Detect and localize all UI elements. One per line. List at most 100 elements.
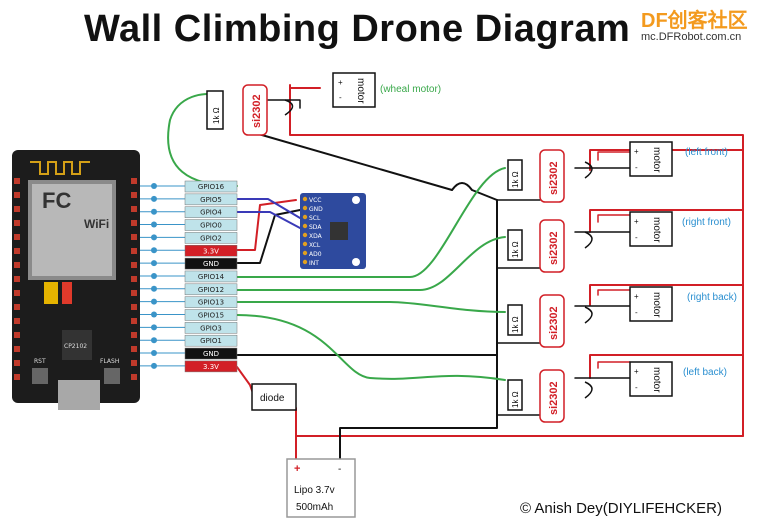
pin-label: GPIO4 [200,209,222,217]
sensor-pin-label: XDA [309,233,323,240]
wires [167,84,744,469]
red-led [62,282,72,304]
black-wire-wheel-motor [267,99,301,109]
pin-label: GPIO0 [200,222,222,230]
pin-box [184,245,238,257]
motor-box [629,211,673,247]
motor-caption: (left front) [685,147,728,158]
sensor-pin-label: SCL [309,215,321,222]
motor-caption: (right back) [687,292,737,303]
motor-minus: - [635,383,638,392]
wifi-logo: WiFi [84,217,109,231]
fc-logo: FC [42,188,71,213]
transistor [539,294,565,348]
usb-chip [62,330,92,360]
pin-label: GPIO1 [200,337,222,345]
sensor-pin-dot [302,223,308,229]
transistor [539,369,565,423]
pin-box [184,322,238,334]
green-wire-gpio14 [236,167,506,278]
black-wire-wheel-gnd [254,132,453,191]
pin-label: GPIO15 [198,312,224,320]
pin-box [184,219,238,231]
motor-minus: - [635,308,638,317]
transistor-label: si2302 [548,231,560,265]
flyback-bracket [584,161,593,179]
sensor-pin-label: AD0 [309,251,322,258]
motor-wheel-plus: + [338,78,343,87]
motor-plus: + [634,217,639,226]
pin-box [184,347,238,360]
motor-label: motor [651,217,662,243]
green-wire-gpio12 [236,236,506,291]
pin-box [184,206,238,218]
motor-minus: - [635,233,638,242]
diagram-title: Wall Climbing Drone Diagram [84,8,631,50]
pin-5: GPIO2 [140,232,238,244]
pin-label: GPIO14 [198,273,225,281]
esp8266-board: FC WiFi CP2102 RST [12,150,140,410]
usb-chip-label: CP2102 [64,343,87,350]
flyback-bracket [584,306,593,324]
resistor [507,379,523,411]
credit-line: © Anish Dey(DIYLIFEHCKER) [520,500,722,517]
sensor-pin-dot [302,250,308,256]
pin-box [184,180,238,193]
red-wire-battery [295,435,744,469]
flyback-bracket [584,381,593,399]
battery-plus: + [294,463,300,475]
diode-part: diode [251,383,297,411]
resistor-wheel [206,90,224,130]
motor-wheel-minus: - [339,93,342,102]
sensor-pin-dot [302,259,308,265]
pin-1: GPIO16 [140,180,238,193]
motor-plus: + [634,147,639,156]
red-wire-bus-rf [589,209,744,233]
usb-port [58,380,100,410]
pin-label: GPIO2 [200,234,222,242]
sensor-pin-label: GND [309,206,323,213]
red-wire-bus-rb [589,284,744,306]
transistor-label: si2302 [548,381,560,415]
red-wire-lf-motor [597,151,631,161]
transistor-wheel [242,84,268,136]
pin-15: 3.3V [140,360,238,373]
sensor-pin-dot [302,214,308,220]
rst-button [32,368,48,384]
pin-label: GND [203,260,219,268]
resistor-wheel-label: 1k Ω [212,107,221,124]
resistor-label: 1k Ω [511,316,520,333]
pin-4: GPIO0 [140,219,238,231]
esp-right-pins [131,178,137,380]
resistor [507,304,523,336]
sensor-pin-label: INT [309,260,319,267]
transistor [539,219,565,273]
pin-box [184,283,238,296]
battery-minus: - [338,464,341,475]
sensor-pin-dot [302,232,308,238]
motor-wheel-label: motor [355,78,366,104]
transistor-label: si2302 [548,161,560,195]
resistor [507,229,523,261]
yellow-cap [44,282,58,304]
pin-8: GPIO14 [140,270,238,283]
pin-3: GPIO4 [140,206,238,218]
sensor-pin-dot [302,196,308,202]
red-wire-bus-lb [589,354,744,379]
motor-box [629,141,673,177]
green-wire-gpio16-wheel [167,93,238,187]
pin-13: GPIO1 [140,334,238,347]
transistor-wheel-label: si2302 [251,94,263,128]
motor-label: motor [651,292,662,318]
pin-box [184,360,238,373]
resistor-label: 1k Ω [511,171,520,188]
motor-minus: - [635,163,638,172]
motor-label: motor [651,367,662,393]
motor-caption: (right front) [682,217,731,228]
green-wire-gpio15 [236,314,506,381]
transistor [539,149,565,203]
